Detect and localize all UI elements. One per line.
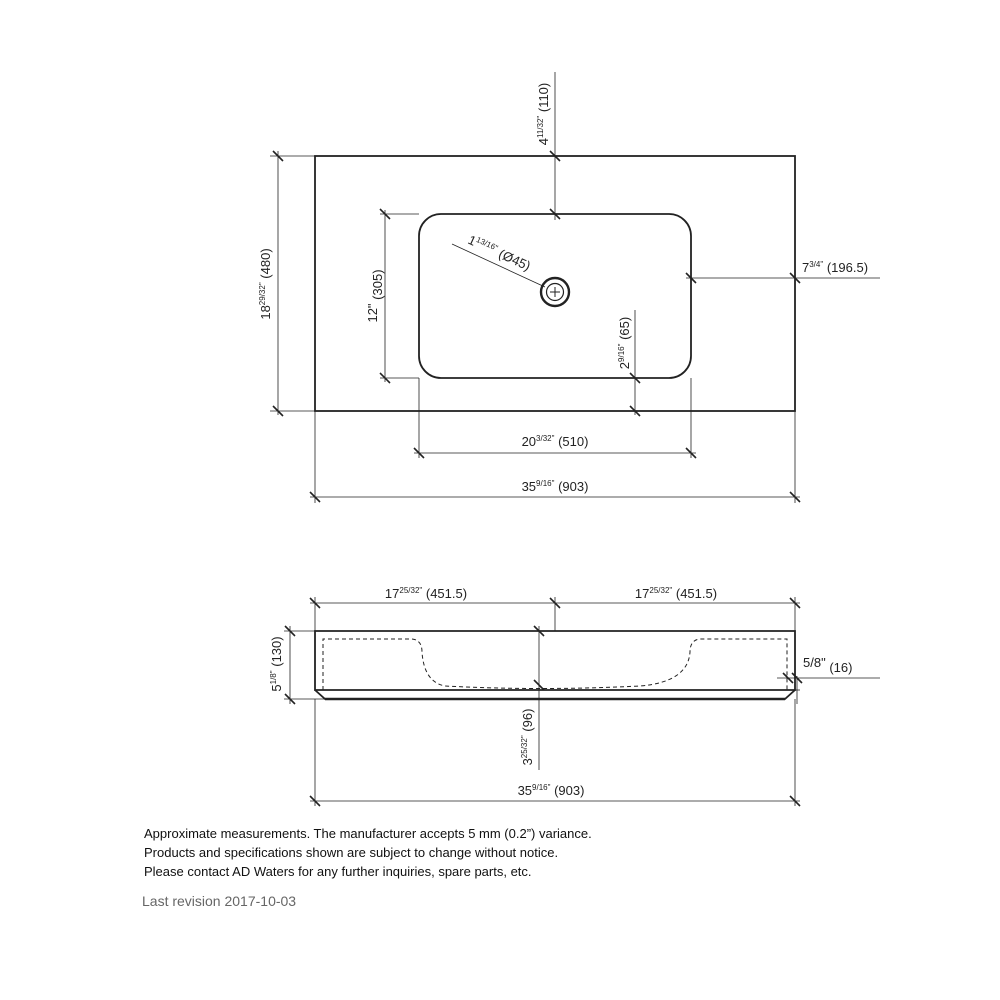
bowl-depth-label: 12" (305) (365, 269, 385, 322)
note-line: Approximate measurements. The manufactur… (144, 826, 592, 841)
front-offset-label: 411/32" (110) (536, 83, 551, 146)
disclaimer-notes: Approximate measurements. The manufactur… (144, 824, 844, 881)
note-line: Please contact AD Waters for any further… (144, 864, 532, 879)
drain-outer (539, 276, 571, 308)
bowl-width-label: 203/32" (510) (522, 434, 589, 449)
side-offset-label: 73/4" (196.5) (802, 260, 868, 275)
rear-offset-label: 29/16" (65) (617, 317, 632, 369)
overall-width-label: 359/16" (903) (522, 479, 589, 494)
drain-diameter-label: 113/16" (Ø45) (466, 232, 533, 273)
side-bowl-depth-label: 325/32" (96) (520, 709, 535, 766)
drain-inner (545, 282, 565, 302)
top-view (270, 72, 880, 503)
side-body-outline (314, 630, 796, 691)
side-view (284, 597, 880, 807)
drain-leader (451, 243, 546, 288)
side-slab-bevel (314, 689, 796, 700)
overall-depth-label: 1829/32" (480) (258, 248, 273, 319)
half-left-label: 1725/32" (451.5) (385, 586, 467, 601)
slab-thickness-label: 5/8" (16) (803, 655, 852, 675)
side-height-label: 51/8" (130) (269, 636, 284, 691)
side-overall-width-label: 359/16" (903) (518, 783, 585, 798)
hidden-bowl-profile (322, 638, 788, 690)
half-right-label: 1725/32" (451.5) (635, 586, 717, 601)
revision-date: Last revision 2017-10-03 (142, 893, 297, 909)
note-line: Products and specifications shown are su… (144, 845, 559, 860)
